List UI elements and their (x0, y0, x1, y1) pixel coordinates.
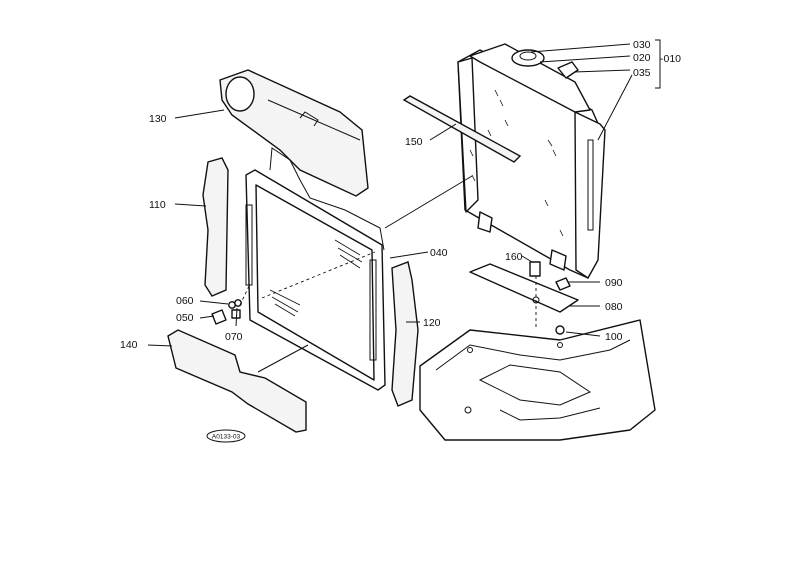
callout-120: 120 (423, 317, 441, 329)
radiator-assembly (457, 43, 606, 279)
bolt-washer-set (211, 283, 251, 325)
mounting-bracket (469, 261, 579, 335)
leader-lines (147, 39, 661, 373)
callout-060: 060 (176, 295, 194, 307)
shroud-screen (245, 147, 386, 391)
side-foam-left (202, 157, 229, 297)
callout-130: 130 (149, 113, 167, 125)
callout-080: 080 (605, 301, 623, 313)
side-foam-right (391, 261, 419, 407)
callout-140: 140 (120, 339, 138, 351)
callout-050: 050 (176, 312, 194, 324)
callout-070: 070 (225, 331, 243, 343)
callout-labels: 030 020 -010 035 130 150 110 040 160 090… (120, 39, 681, 351)
reference-code-badge: A0133-03 (206, 429, 246, 443)
callout-160: 160 (505, 251, 523, 263)
callout-010: -010 (660, 53, 681, 65)
callout-030: 030 (633, 39, 651, 51)
top-cover-seal (219, 69, 369, 197)
radiator-cap (511, 49, 545, 67)
rubber-strip (402, 95, 522, 163)
callout-110: 110 (149, 199, 166, 211)
bottom-foam (167, 329, 307, 433)
callout-100: 100 (605, 331, 623, 343)
callout-090: 090 (605, 277, 623, 289)
callout-040: 040 (430, 247, 448, 259)
reference-code: A0133-03 (212, 434, 241, 441)
callout-020: 020 (633, 52, 651, 64)
callout-035: 035 (633, 67, 651, 79)
callout-150: 150 (405, 136, 423, 148)
front-frame (419, 319, 656, 441)
